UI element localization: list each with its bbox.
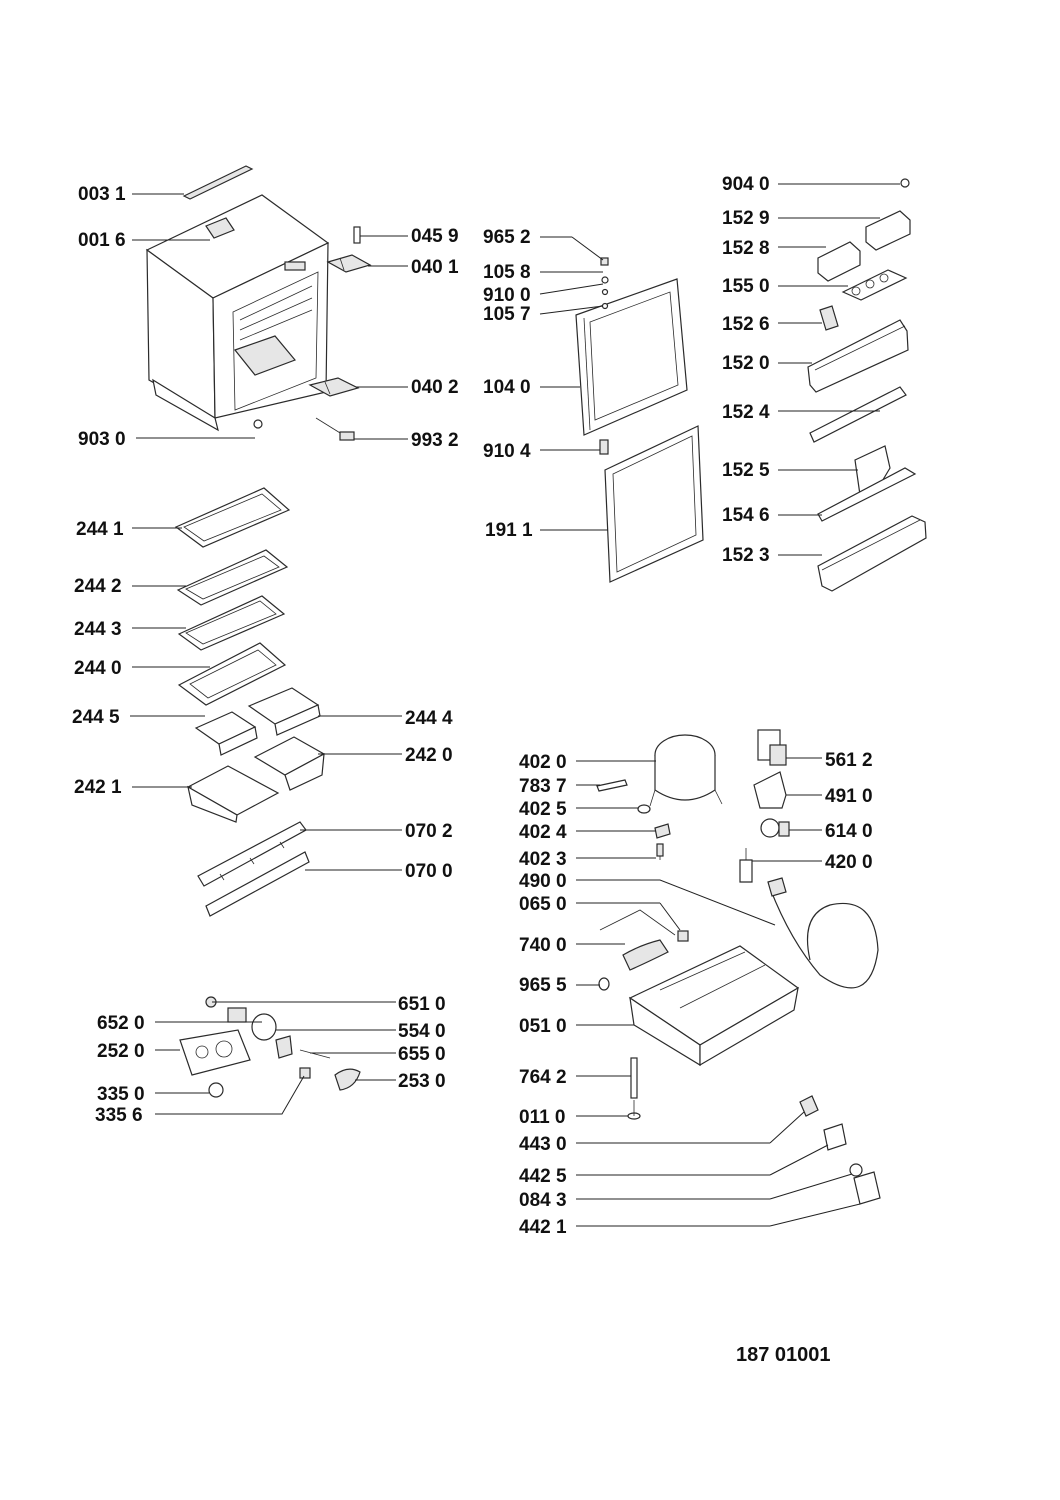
callout-1911: 191 1 [485, 520, 533, 541]
callout-4020: 402 0 [519, 752, 567, 773]
callout-0402: 040 2 [411, 377, 459, 398]
callout-2520: 252 0 [97, 1041, 145, 1062]
part-brackets [799, 1095, 881, 1205]
callout-6520: 652 0 [97, 1013, 145, 1034]
callout-2443: 244 3 [74, 619, 122, 640]
callout-4024: 402 4 [519, 822, 567, 843]
part-hinge-pin [353, 226, 361, 244]
part-compressor-base [628, 945, 800, 1067]
leader-lines [130, 183, 900, 1227]
callout-6550: 655 0 [398, 1044, 446, 1065]
part-front-trims [197, 821, 310, 917]
callout-1525: 152 5 [722, 460, 770, 481]
callout-2421: 242 1 [74, 777, 122, 798]
callout-1550: 155 0 [722, 276, 770, 297]
callout-0016: 001 6 [78, 230, 126, 251]
callout-9652: 965 2 [483, 227, 531, 248]
callout-7400: 740 0 [519, 935, 567, 956]
part-sensor [315, 417, 355, 441]
callout-0843: 084 3 [519, 1190, 567, 1211]
callout-1546: 154 6 [722, 505, 770, 526]
callout-labels: 003 1 001 6 045 9 040 1 040 2 903 0 993 … [72, 174, 873, 1238]
callout-7837: 783 7 [519, 776, 567, 797]
callout-6140: 614 0 [825, 821, 873, 842]
callout-1057: 105 7 [483, 304, 531, 325]
part-door [575, 257, 688, 455]
callout-1524: 152 4 [722, 402, 770, 423]
callout-0110: 011 0 [519, 1107, 566, 1128]
callout-7642: 764 2 [519, 1067, 567, 1088]
callout-0702: 070 2 [405, 821, 453, 842]
callout-2441: 244 1 [76, 519, 124, 540]
callout-9100: 910 0 [483, 285, 531, 306]
callout-2530: 253 0 [398, 1071, 446, 1092]
part-feet-screws [627, 1057, 641, 1120]
part-lower-hinge [308, 377, 360, 397]
callout-9040: 904 0 [722, 174, 770, 195]
part-glass-shelves [174, 487, 291, 706]
part-heater [598, 909, 689, 991]
callout-9104: 910 4 [483, 441, 531, 462]
part-lamp-group [179, 996, 361, 1098]
callout-2440: 244 0 [74, 658, 122, 679]
callout-3356: 335 6 [95, 1105, 143, 1126]
callout-0510: 051 0 [519, 1016, 567, 1037]
callout-4200: 420 0 [825, 852, 873, 873]
callout-2420: 242 0 [405, 745, 453, 766]
part-upper-hinge [326, 254, 372, 273]
callout-1526: 152 6 [722, 314, 770, 335]
callout-1040: 104 0 [483, 377, 531, 398]
callout-1528: 152 8 [722, 238, 770, 259]
callout-4900: 490 0 [519, 871, 567, 892]
callout-5612: 561 2 [825, 750, 873, 771]
callout-9655: 965 5 [519, 975, 567, 996]
callout-3350: 335 0 [97, 1084, 145, 1105]
part-relay-components [739, 729, 790, 883]
part-drain-hose [767, 877, 879, 989]
part-top-trim [182, 165, 254, 200]
part-drawers [186, 687, 326, 823]
callout-5540: 554 0 [398, 1021, 446, 1042]
callout-4025: 402 5 [519, 799, 567, 820]
callout-0700: 070 0 [405, 861, 453, 882]
callout-9932: 993 2 [411, 430, 459, 451]
callout-1520: 152 0 [722, 353, 770, 374]
callout-2442: 244 2 [74, 576, 122, 597]
callout-1523: 152 3 [722, 545, 770, 566]
callout-9030: 903 0 [78, 429, 126, 450]
callout-4421: 442 1 [519, 1217, 567, 1238]
part-door-gasket [604, 425, 704, 583]
callout-1529: 152 9 [722, 208, 770, 229]
callout-1058: 105 8 [483, 262, 531, 283]
callout-2444: 244 4 [405, 708, 453, 729]
callout-0650: 065 0 [519, 894, 567, 915]
callout-4430: 443 0 [519, 1134, 567, 1155]
callout-0401: 040 1 [411, 257, 459, 278]
part-door-shelves [807, 178, 927, 592]
part-cabinet [145, 194, 330, 432]
callout-6510: 651 0 [398, 994, 446, 1015]
callout-4910: 491 0 [825, 786, 873, 807]
callout-2445: 244 5 [72, 707, 120, 728]
callout-0031: 003 1 [78, 184, 126, 205]
callout-4425: 442 5 [519, 1166, 567, 1187]
document-code: 187 01001 [736, 1344, 831, 1366]
callout-4023: 402 3 [519, 849, 567, 870]
part-compressor [596, 734, 723, 860]
part-cabinet-foot [253, 419, 263, 429]
callout-0459: 045 9 [411, 226, 459, 247]
